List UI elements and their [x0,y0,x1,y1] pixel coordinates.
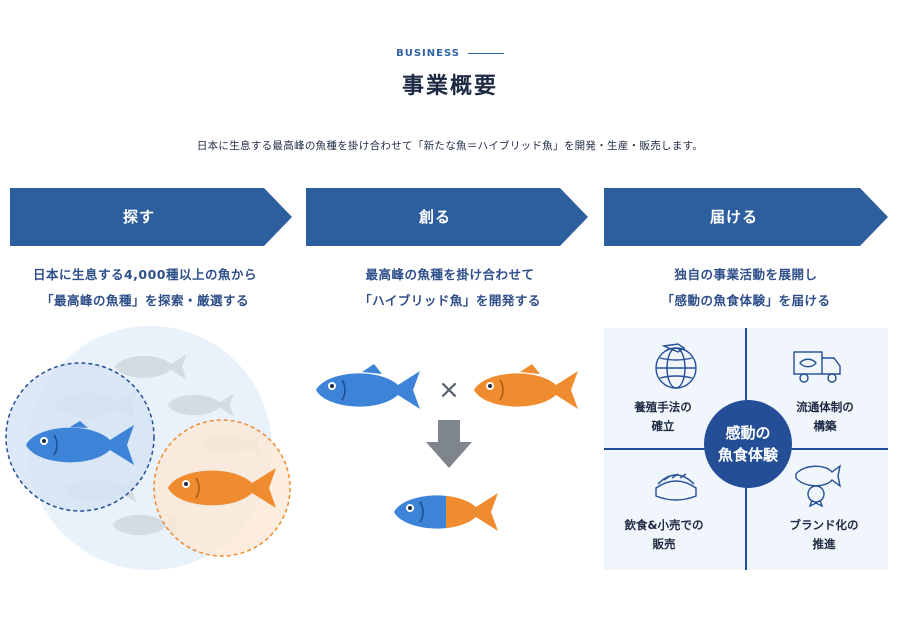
fish-badge-icon [790,460,844,508]
quadrant-line: 飲食&小売での [604,516,724,535]
step-arrow-create: 創る [306,188,588,246]
step-label-deliver: 届ける [604,188,864,246]
quadrant-line: ブランド化の [764,516,884,535]
eyebrow-text: BUSINESS [396,48,460,59]
cross-mark-icon: × [438,375,460,405]
sushi-icon [650,462,702,510]
step-arrow-search: 探す [10,188,292,246]
step-label-create: 創る [306,188,564,246]
step-arrow-deliver: 届ける [604,188,888,246]
section-eyebrow: BUSINESS [0,48,900,59]
desc-line: 「最高峰の魚種」を探索・厳選する [0,288,290,314]
quadrant-line: 販売 [604,535,724,554]
center-line: 感動の [704,422,792,444]
section-lead: 日本に生息する最高峰の魚種を掛け合わせて「新たな魚＝ハイブリッド魚」を開発・生産… [0,138,900,153]
hybrid-fish [394,493,498,531]
step-label-search: 探す [10,188,268,246]
down-arrow-icon [426,420,472,468]
center-line: 魚食体験 [704,444,792,466]
desc-line: 「ハイブリッド魚」を開発する [302,288,598,314]
truck-icon [790,346,846,386]
orange-parent-fish [474,364,578,409]
quadrant-label-retail: 飲食&小売での 販売 [604,516,724,554]
quadrant-label-aquaculture: 養殖手法の 確立 [608,398,718,436]
quadrant-label-branding: ブランド化の 推進 [764,516,884,554]
quadrant-line: 確立 [608,417,718,436]
desc-line: 独自の事業活動を展開し [604,262,888,288]
globe-fish-icon [650,340,702,392]
section-title: 事業概要 [0,68,900,100]
eyebrow-line [468,53,504,54]
center-experience-circle: 感動の 魚食体験 [704,400,792,488]
fish-search-illustration [0,325,300,585]
step-desc-create: 最高峰の魚種を掛け合わせて 「ハイブリッド魚」を開発する [302,262,598,314]
desc-line: 日本に生息する4,000種以上の魚から [0,262,290,288]
hybrid-fish-illustration: × [306,340,596,540]
quadrant-line: 流通体制の [770,398,880,417]
desc-line: 最高峰の魚種を掛け合わせて [302,262,598,288]
step-desc-search: 日本に生息する4,000種以上の魚から 「最高峰の魚種」を探索・厳選する [0,262,290,314]
blue-parent-fish [316,364,420,409]
quadrant-line: 推進 [764,535,884,554]
desc-line: 「感動の魚食体験」を届ける [604,288,888,314]
step-desc-deliver: 独自の事業活動を展開し 「感動の魚食体験」を届ける [604,262,888,314]
quadrant-line: 養殖手法の [608,398,718,417]
